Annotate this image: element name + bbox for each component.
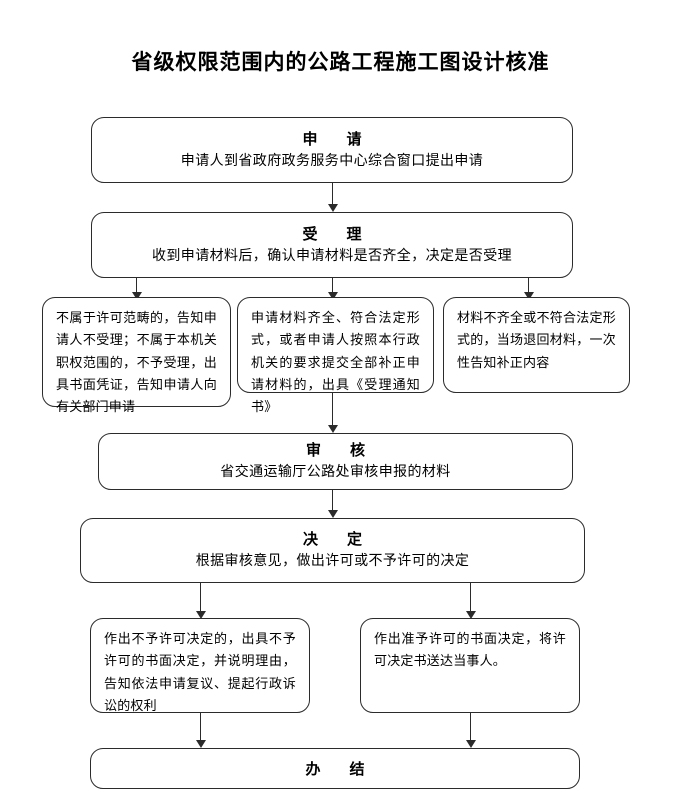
- arrow-head-icon: [195, 611, 206, 619]
- node-apply-heading: 申 请: [302, 130, 369, 148]
- edge-line: [200, 713, 202, 740]
- node-branch-complete-materials-text: 申请材料齐全、符合法定形式，或者申请人按照本行政机关的要求提交全部补正申请材料的…: [251, 310, 420, 415]
- node-complete-heading: 办 结: [305, 761, 372, 778]
- node-accept-heading: 受 理: [302, 225, 369, 243]
- node-branch-out-of-scope-text: 不属于许可范畴的，告知申请人不受理；不属于本机关职权范围的，不予受理，出具书面凭…: [56, 310, 217, 415]
- edge-line: [200, 583, 202, 611]
- arrow-head-icon: [327, 510, 338, 518]
- edge-line: [470, 583, 472, 611]
- edge-line: [332, 490, 334, 510]
- edge-line: [528, 278, 530, 292]
- node-outcome-approved[interactable]: 作出准予许可的书面决定，将许可决定书送达当事人。: [360, 618, 580, 713]
- edge-line: [332, 278, 334, 292]
- node-outcome-denied[interactable]: 作出不予许可决定的，出具不予许可的书面决定，并说明理由，告知依法申请复议、提起行…: [90, 618, 310, 713]
- node-accept-description: 收到申请材料后，确认申请材料是否齐全，决定是否受理: [152, 248, 512, 264]
- node-outcome-denied-text: 作出不予许可决定的，出具不予许可的书面决定，并说明理由，告知依法申请复议、提起行…: [104, 631, 296, 714]
- node-outcome-approved-text: 作出准予许可的书面决定，将许可决定书送达当事人。: [374, 631, 566, 669]
- node-branch-incomplete-materials-text: 材料不齐全或不符合法定形式的，当场退回材料，一次性告知补正内容: [457, 310, 616, 370]
- node-complete[interactable]: 办 结: [90, 748, 580, 789]
- node-apply-description: 申请人到省政府政务服务中心综合窗口提出申请: [180, 153, 484, 169]
- edge-line: [332, 183, 334, 204]
- edge-line: [470, 713, 472, 740]
- node-accept[interactable]: 受 理 收到申请材料后，确认申请材料是否齐全，决定是否受理: [91, 212, 573, 278]
- node-decide[interactable]: 决 定 根据审核意见，做出许可或不予许可的决定: [80, 518, 585, 583]
- arrow-head-icon: [195, 740, 206, 748]
- arrow-head-icon: [465, 740, 476, 748]
- node-decide-description: 根据审核意见，做出许可或不予许可的决定: [195, 554, 470, 570]
- edge-line: [136, 278, 138, 292]
- arrow-head-icon: [327, 204, 338, 212]
- node-review-description: 省交通运输厅公路处审核申报的材料: [220, 465, 451, 481]
- node-review[interactable]: 审 核 省交通运输厅公路处审核申报的材料: [98, 433, 573, 490]
- node-branch-incomplete-materials[interactable]: 材料不齐全或不符合法定形式的，当场退回材料，一次性告知补正内容: [443, 297, 630, 393]
- arrow-head-icon: [327, 292, 338, 300]
- arrow-head-icon: [465, 611, 476, 619]
- page-title: 省级权限范围内的公路工程施工图设计核准: [131, 51, 550, 74]
- node-decide-heading: 决 定: [302, 531, 369, 549]
- arrow-head-icon: [327, 425, 338, 433]
- node-branch-complete-materials[interactable]: 申请材料齐全、符合法定形式，或者申请人按照本行政机关的要求提交全部补正申请材料的…: [237, 297, 434, 414]
- node-apply[interactable]: 申 请 申请人到省政府政务服务中心综合窗口提出申请: [91, 117, 573, 183]
- edge-line: [332, 393, 334, 425]
- node-review-heading: 审 核: [305, 442, 372, 460]
- arrow-head-icon: [523, 292, 534, 300]
- arrow-head-icon: [131, 292, 142, 300]
- node-branch-out-of-scope[interactable]: 不属于许可范畴的，告知申请人不受理；不属于本机关职权范围的，不予受理，出具书面凭…: [42, 297, 231, 414]
